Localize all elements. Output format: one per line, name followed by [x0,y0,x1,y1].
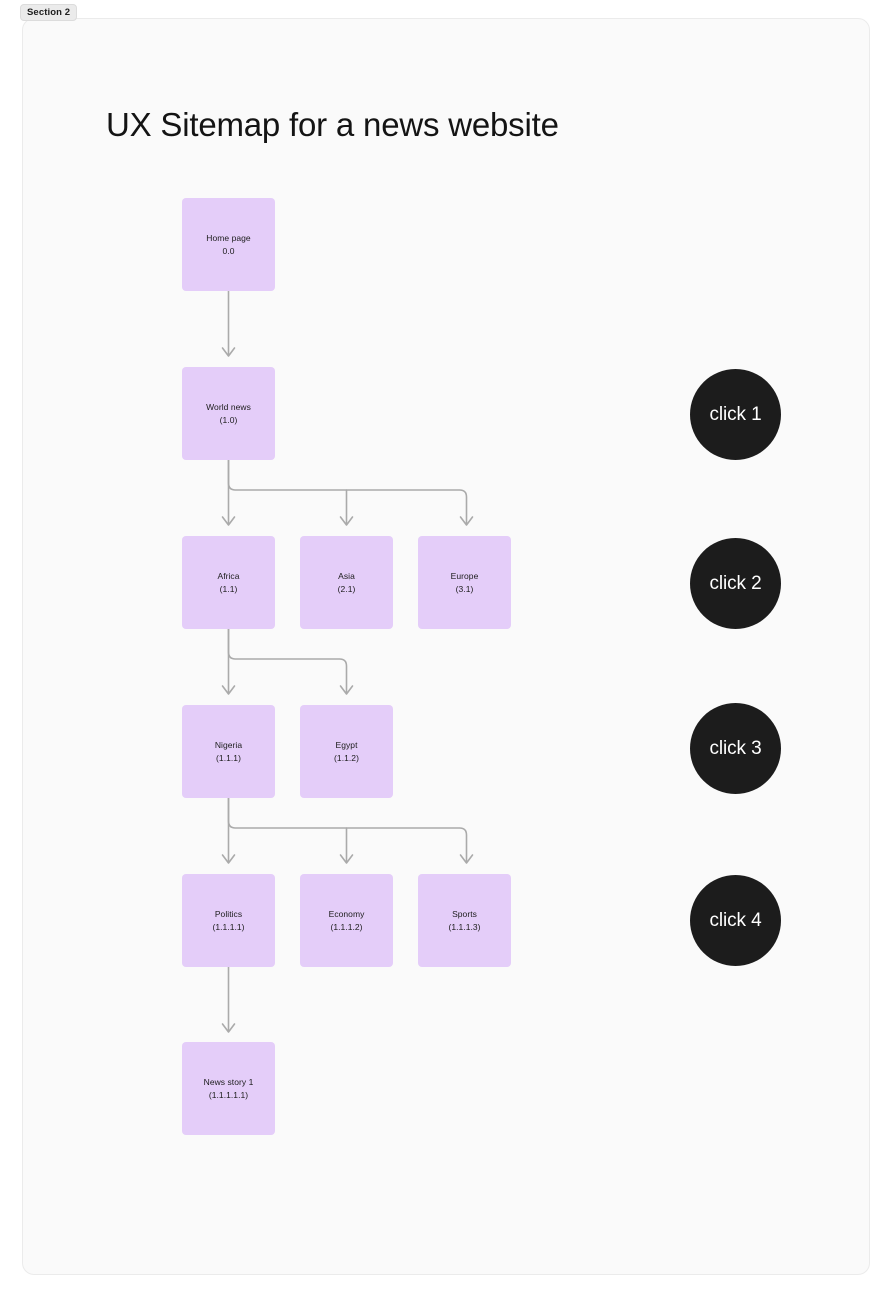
node-label: Home page [206,233,251,244]
section-tab[interactable]: Section 2 [20,4,78,21]
sitemap-node-world-news[interactable]: World news (1.0) [182,367,275,460]
node-id: (3.1) [455,583,474,594]
sitemap-node-egypt[interactable]: Egypt (1.1.2) [300,705,393,798]
edge-home-to-world-news [221,290,236,357]
sitemap-node-politics[interactable]: Politics (1.1.1.1) [182,874,275,967]
click-target-3[interactable]: click 3 [690,703,781,794]
node-label: Africa [217,571,240,582]
edge-africa-to-countries [221,628,354,695]
node-label: News story 1 [203,1077,254,1088]
connector-layer: .ln { fill:none; stroke:#aaaaaa; stroke-… [221,290,474,1033]
click-target-4[interactable]: click 4 [690,875,781,966]
sitemap-node-africa[interactable]: Africa (1.1) [182,536,275,629]
sitemap-node-home-page[interactable]: Home page 0.0 [182,198,275,291]
node-id: (1.1.2) [334,752,359,763]
node-id: (1.1.1.2) [330,921,363,932]
sitemap-node-economy[interactable]: Economy (1.1.1.2) [300,874,393,967]
node-id: (1.1.1.1.1) [208,1089,249,1100]
sitemap-node-news-story-1[interactable]: News story 1 (1.1.1.1.1) [182,1042,275,1135]
node-id: (1.1) [219,583,238,594]
node-label: Asia [338,571,355,582]
edge-nigeria-to-categories [221,797,474,864]
node-id: (1.0) [219,414,238,425]
click-target-2[interactable]: click 2 [690,538,781,629]
node-label: World news [206,402,251,413]
node-label: Economy [328,909,365,920]
sitemap-node-nigeria[interactable]: Nigeria (1.1.1) [182,705,275,798]
node-id: (2.1) [337,583,356,594]
node-label: Politics [214,909,243,920]
node-label: Europe [450,571,479,582]
node-id: (1.1.1.1) [212,921,245,932]
diagram-canvas: UX Sitemap for a news website .ln { fill… [22,18,870,1275]
node-id: (1.1.1.3) [448,921,481,932]
node-id: (1.1.1) [216,752,241,763]
node-label: Nigeria [214,740,243,751]
sitemap-node-asia[interactable]: Asia (2.1) [300,536,393,629]
sitemap-node-sports[interactable]: Sports (1.1.1.3) [418,874,511,967]
sitemap-node-europe[interactable]: Europe (3.1) [418,536,511,629]
page-title: UX Sitemap for a news website [106,106,559,143]
click-target-1[interactable]: click 1 [690,369,781,460]
node-label: Egypt [335,740,358,751]
node-label: Sports [452,909,477,920]
node-id: 0.0 [222,245,235,256]
edge-world-news-to-continents [221,459,474,526]
edge-politics-to-news-story [221,966,236,1033]
